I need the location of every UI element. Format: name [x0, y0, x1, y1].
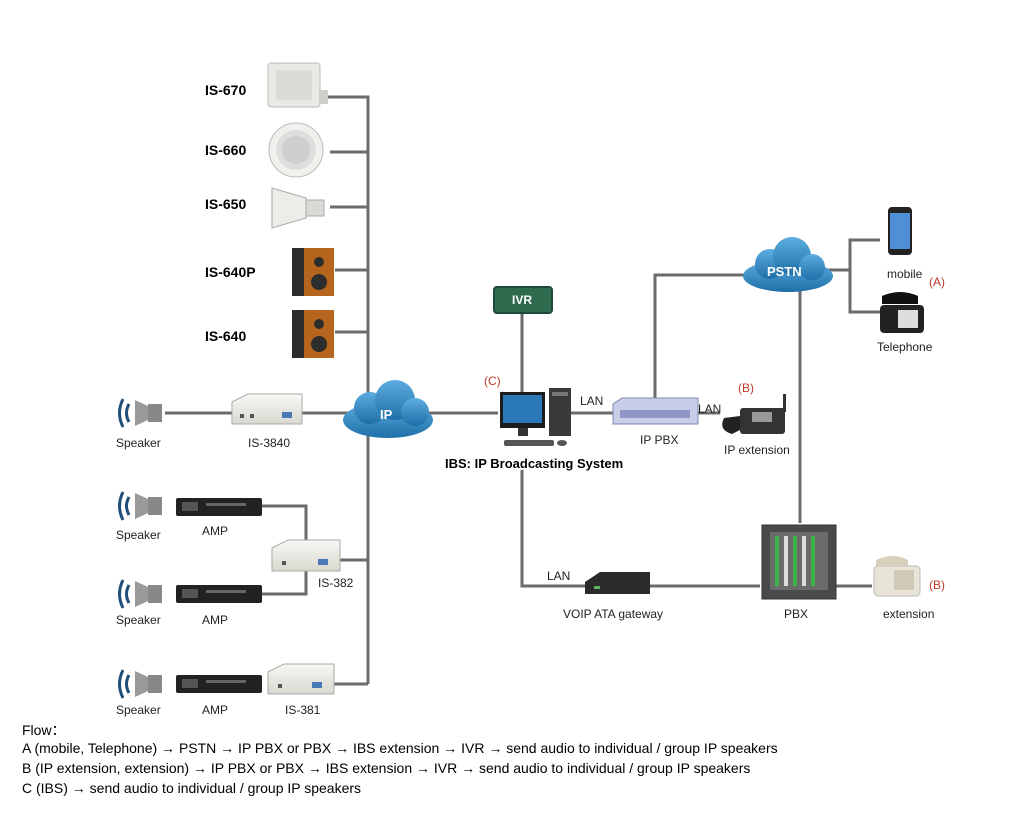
amp-icon — [176, 675, 262, 693]
ip-pbx-icon — [612, 397, 699, 425]
ip-cloud-label: IP — [380, 407, 393, 422]
amp-icon — [176, 585, 262, 603]
voip-ata-gateway-icon — [585, 572, 650, 594]
speaker-icon — [118, 491, 162, 521]
mobile-label: mobile — [887, 267, 923, 281]
flow-line-c: C (IBS) → send audio to individual / gro… — [22, 780, 362, 796]
is-640-label: IS-640 — [205, 328, 247, 344]
is-382-label: IS-382 — [318, 576, 354, 590]
tag-b: (B) — [738, 381, 754, 395]
extension-label: extension — [883, 607, 935, 621]
is-640p-speaker-icon — [292, 248, 334, 296]
mobile-phone-icon — [888, 207, 912, 255]
ip-pbx-label: IP PBX — [640, 433, 679, 447]
tag-c: (C) — [484, 374, 501, 388]
tag-a: (A) — [929, 275, 945, 289]
ibs-computer-icon — [500, 388, 571, 446]
is-640p-label: IS-640P — [205, 264, 256, 280]
is-3840-device-icon — [231, 393, 303, 425]
extension-phone-icon — [873, 556, 921, 597]
speaker-label: Speaker — [116, 703, 161, 717]
lan-label: LAN — [580, 394, 604, 408]
flow-title: Flow： — [22, 722, 66, 738]
is-660-speaker-icon — [268, 122, 324, 178]
amp-label: AMP — [202, 524, 229, 538]
is-640-speaker-icon — [292, 310, 334, 358]
amp-label: AMP — [202, 613, 229, 627]
pstn-cloud-label: PSTN — [767, 264, 802, 279]
is-650-label: IS-650 — [205, 196, 247, 212]
speaker-label: Speaker — [116, 613, 161, 627]
ip-extension-label: IP extension — [724, 443, 790, 457]
speaker-icon — [118, 398, 162, 428]
pstn-cloud-icon — [743, 237, 833, 292]
pbx-label: PBX — [784, 607, 809, 621]
telephone-label: Telephone — [877, 340, 933, 354]
is-650-horn-icon — [271, 187, 325, 229]
is-660-label: IS-660 — [205, 142, 247, 158]
tag-b: (B) — [929, 578, 945, 592]
flow-line-a: A (mobile, Telephone) → PSTN → IP PBX or… — [22, 740, 778, 756]
amp-icon — [176, 498, 262, 516]
is-381-label: IS-381 — [285, 703, 321, 717]
pbx-cabinet-icon — [761, 524, 837, 600]
voip-gateway-label: VOIP ATA gateway — [563, 607, 664, 621]
is-670-label: IS-670 — [205, 82, 247, 98]
ivr-label: IVR — [512, 293, 533, 307]
speaker-icon — [118, 579, 162, 609]
is-3840-label: IS-3840 — [248, 436, 291, 450]
telephone-icon — [880, 292, 924, 333]
is-382-device-icon — [271, 539, 341, 572]
speaker-label: Speaker — [116, 436, 161, 450]
flow-line-b: B (IP extension, extension) → IP PBX or … — [22, 760, 751, 776]
is-670-speaker-icon — [267, 62, 328, 108]
lan-label: LAN — [547, 569, 571, 583]
is-381-device-icon — [267, 663, 335, 695]
ibs-label: IBS: IP Broadcasting System — [445, 456, 624, 471]
ivr-box — [493, 286, 553, 314]
speaker-icon — [118, 669, 162, 699]
lan-label: LAN — [698, 402, 722, 416]
speaker-label: Speaker — [116, 528, 161, 542]
ip-extension-phone-icon — [722, 394, 786, 434]
connector-lines — [165, 95, 880, 686]
ip-cloud-icon — [343, 380, 433, 438]
amp-label: AMP — [202, 703, 229, 717]
